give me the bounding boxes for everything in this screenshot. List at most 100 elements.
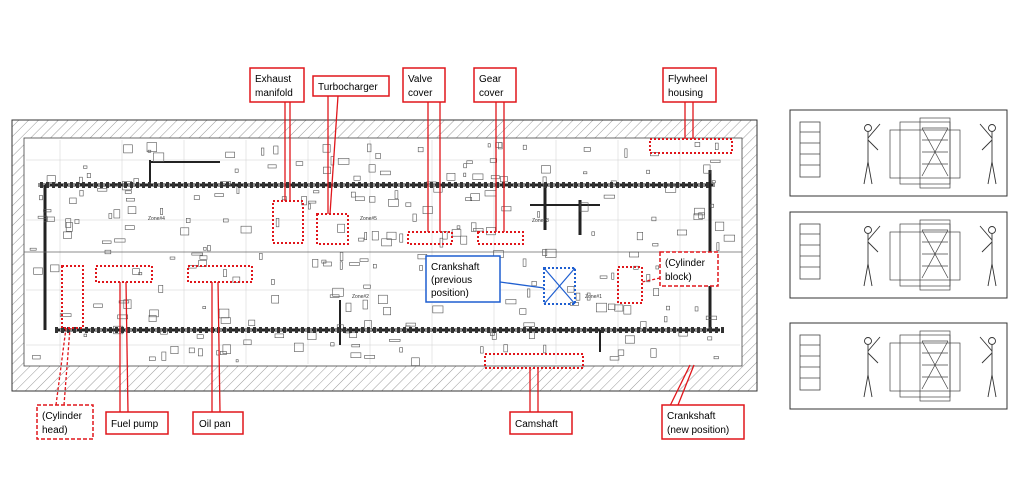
conveyor-segment xyxy=(424,182,427,188)
equipment-block xyxy=(389,338,401,342)
equipment-block xyxy=(399,233,404,243)
conveyor-segment xyxy=(535,327,538,333)
callout-crankshaft-previous: Crankshaft (previous position) xyxy=(425,255,501,303)
rack-icon xyxy=(799,121,821,178)
conveyor-segment xyxy=(496,182,499,188)
callout-text: cover xyxy=(479,88,504,99)
equipment-block xyxy=(694,306,699,312)
equipment-block xyxy=(355,196,365,201)
equipment-block xyxy=(614,304,624,312)
highlight-boxes xyxy=(61,138,733,369)
conveyor-segment xyxy=(181,327,184,333)
conveyor-segment xyxy=(91,327,94,333)
equipment-block xyxy=(417,147,424,153)
equipment-block xyxy=(611,272,615,280)
callout-exhaust-manifold: Exhaust manifold xyxy=(249,67,305,103)
conveyor-segment xyxy=(439,327,442,333)
conveyor-segment xyxy=(289,327,292,333)
equipment-block xyxy=(307,332,317,340)
equipment-block xyxy=(714,221,725,231)
conveyor-segment xyxy=(178,182,181,188)
equipment-block xyxy=(463,172,467,177)
conveyor-segment xyxy=(673,327,676,333)
equipment-block xyxy=(710,203,715,208)
equipment-block xyxy=(113,209,121,219)
equipment-block xyxy=(368,164,376,173)
equipment-block xyxy=(351,344,360,348)
conveyor-segment xyxy=(517,327,520,333)
conveyor-segment xyxy=(463,327,466,333)
equipment-block xyxy=(703,164,711,174)
conveyor-segment xyxy=(85,327,88,333)
equipment-block xyxy=(321,259,327,264)
conveyor-segment xyxy=(721,327,724,333)
conveyor-segment xyxy=(601,327,604,333)
conveyor-segment xyxy=(145,327,148,333)
workstation-panels xyxy=(789,109,1008,410)
equipment-block xyxy=(158,284,164,293)
conveyor-segment xyxy=(574,182,577,188)
conveyor-segment xyxy=(64,182,67,188)
oil-pan-region xyxy=(187,265,253,283)
conveyor-segment xyxy=(316,182,319,188)
conveyor-segment xyxy=(505,327,508,333)
machine xyxy=(889,330,961,402)
conveyor-segment xyxy=(583,327,586,333)
equipment-block xyxy=(364,355,375,359)
worker-figure-icon xyxy=(979,225,997,287)
equipment-block xyxy=(579,202,589,212)
equipment-block xyxy=(273,145,279,155)
conveyor-segment xyxy=(133,327,136,333)
equipment-block xyxy=(63,231,72,239)
equipment-block xyxy=(240,225,252,234)
conveyor-segment xyxy=(595,327,598,333)
equipment-block xyxy=(394,190,399,200)
fuel-pump-region xyxy=(95,265,153,283)
equipment-block xyxy=(86,173,91,178)
equipment-block xyxy=(359,258,369,262)
equipment-block xyxy=(339,252,344,261)
equipment-block xyxy=(259,253,263,260)
equipment-block xyxy=(489,332,495,336)
conveyor-segment xyxy=(667,327,670,333)
equipment-block xyxy=(591,231,595,236)
conveyor-segment xyxy=(379,327,382,333)
equipment-block xyxy=(375,153,381,160)
equipment-block xyxy=(59,313,72,317)
equipment-block xyxy=(419,265,423,271)
equipment-block xyxy=(153,152,165,162)
conveyor-segment xyxy=(709,327,712,333)
equipment-block xyxy=(405,202,412,207)
conveyor-segment xyxy=(277,327,280,333)
equipment-block xyxy=(456,225,461,230)
conveyor-segment xyxy=(40,182,43,188)
equipment-block xyxy=(723,234,735,242)
conveyor-segment xyxy=(637,327,640,333)
conveyor-segment xyxy=(208,182,211,188)
equipment-block xyxy=(169,256,176,260)
conveyor-segment xyxy=(547,327,550,333)
equipment-block xyxy=(323,261,332,267)
callout-text: head) xyxy=(42,425,68,436)
conveyor-segment xyxy=(619,327,622,333)
conveyor-segment xyxy=(556,182,559,188)
zone-label: Zone#1 xyxy=(585,294,602,300)
conveyor-segment xyxy=(157,327,160,333)
equipment-block xyxy=(522,144,527,150)
flywheel-housing-region xyxy=(649,138,733,154)
conveyor-segment xyxy=(169,327,172,333)
conveyor-segment xyxy=(577,327,580,333)
equipment-block xyxy=(609,356,620,361)
conveyor-segment xyxy=(457,327,460,333)
conveyor-segment xyxy=(397,327,400,333)
conveyor-segment xyxy=(172,182,175,188)
equipment-block xyxy=(412,213,417,222)
callout-fuel-pump: Fuel pump xyxy=(105,411,169,435)
conveyor-segment xyxy=(109,327,112,333)
conveyor-segment xyxy=(244,182,247,188)
conveyor-segment xyxy=(415,327,418,333)
equipment-block xyxy=(716,242,720,251)
equipment-block xyxy=(646,274,651,283)
workstation-panel xyxy=(789,109,1008,197)
equipment-block xyxy=(372,263,377,269)
